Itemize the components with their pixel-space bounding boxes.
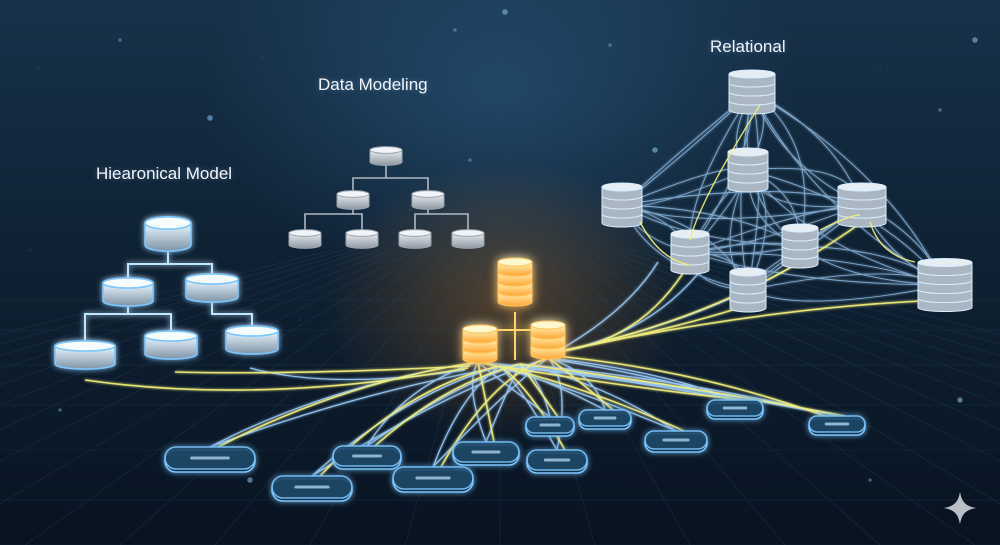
database-stack-icon xyxy=(497,257,533,307)
network-node-icon xyxy=(706,399,764,420)
database-disk-icon xyxy=(144,216,192,252)
database-disk-icon xyxy=(225,325,279,355)
database-disk-icon xyxy=(144,330,198,360)
relational-label: Relational xyxy=(710,37,786,56)
database-stack-icon xyxy=(837,182,887,228)
hierarchical-model-tree xyxy=(54,216,279,370)
database-disk-icon xyxy=(336,190,370,210)
bottom-network-nodes xyxy=(164,399,866,502)
database-stack-icon xyxy=(601,182,643,228)
database-stack-icon xyxy=(727,147,769,193)
database-disk-icon xyxy=(398,229,432,249)
network-node-icon xyxy=(578,409,632,430)
network-node-icon xyxy=(452,441,520,466)
database-disk-icon xyxy=(411,190,445,210)
database-stack-icon xyxy=(462,324,498,364)
data-modeling-tree xyxy=(288,146,485,249)
database-stack-icon xyxy=(728,69,776,115)
database-disk-icon xyxy=(369,146,403,166)
database-stack-icon xyxy=(917,258,973,312)
sparkle-icon xyxy=(943,491,977,525)
database-disk-icon xyxy=(54,340,116,370)
network-node-icon xyxy=(271,475,353,502)
network-node-icon xyxy=(644,430,708,453)
database-disk-icon xyxy=(288,229,322,249)
database-disk-icon xyxy=(345,229,379,249)
data-modeling-label: Data Modeling xyxy=(318,75,428,94)
database-disk-icon xyxy=(185,273,239,303)
network-node-icon xyxy=(808,415,866,436)
core-database-cluster xyxy=(462,257,566,364)
relational-nodes xyxy=(601,69,973,313)
database-stack-icon xyxy=(729,267,767,313)
network-node-icon xyxy=(332,445,402,470)
relational-links xyxy=(621,91,946,302)
database-disk-icon xyxy=(451,229,485,249)
database-disk-icon xyxy=(102,277,154,307)
network-node-icon xyxy=(526,449,588,474)
network-node-icon xyxy=(392,466,474,493)
network-node-icon xyxy=(164,446,256,473)
database-stack-icon xyxy=(530,320,566,360)
database-stack-icon xyxy=(781,223,819,269)
database-stack-icon xyxy=(670,229,710,275)
hierarchical-model-label: Hiearonical Model xyxy=(96,164,233,183)
network-node-icon xyxy=(525,416,575,437)
